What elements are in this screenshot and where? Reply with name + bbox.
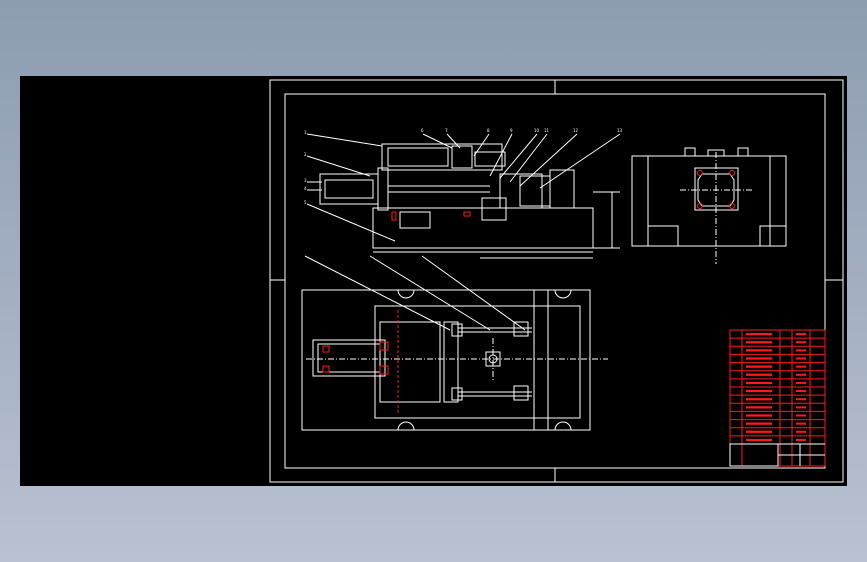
svg-text:12: 12: [573, 128, 579, 133]
front-section-view: [319, 143, 620, 259]
svg-text:13: 13: [617, 128, 623, 133]
cad-drawing: 1 2 3 4 5 6 7 8 9 10 11 12 13: [269, 79, 844, 483]
svg-text:3: 3: [304, 178, 307, 183]
svg-text:4: 4: [304, 186, 307, 191]
cad-viewport[interactable]: 1 2 3 4 5 6 7 8 9 10 11 12 13: [20, 76, 847, 486]
sheet-center-marks: [270, 80, 843, 482]
svg-text:11: 11: [544, 128, 550, 133]
side-view: [631, 147, 787, 264]
svg-text:9: 9: [510, 128, 513, 133]
svg-text:6: 6: [421, 128, 424, 133]
svg-text:5: 5: [304, 200, 307, 205]
plan-view: [301, 289, 608, 431]
parts-list: [729, 329, 826, 467]
sheet-outer-border: [269, 79, 844, 483]
svg-text:10: 10: [534, 128, 540, 133]
svg-text:7: 7: [445, 128, 448, 133]
svg-text:1: 1: [304, 130, 307, 135]
front-balloon-numbers: 1 2 3 4 5 6 7 8 9 10 11 12 13: [304, 128, 623, 205]
svg-text:8: 8: [487, 128, 490, 133]
front-leader-lines: [304, 133, 621, 331]
svg-text:2: 2: [304, 152, 307, 157]
